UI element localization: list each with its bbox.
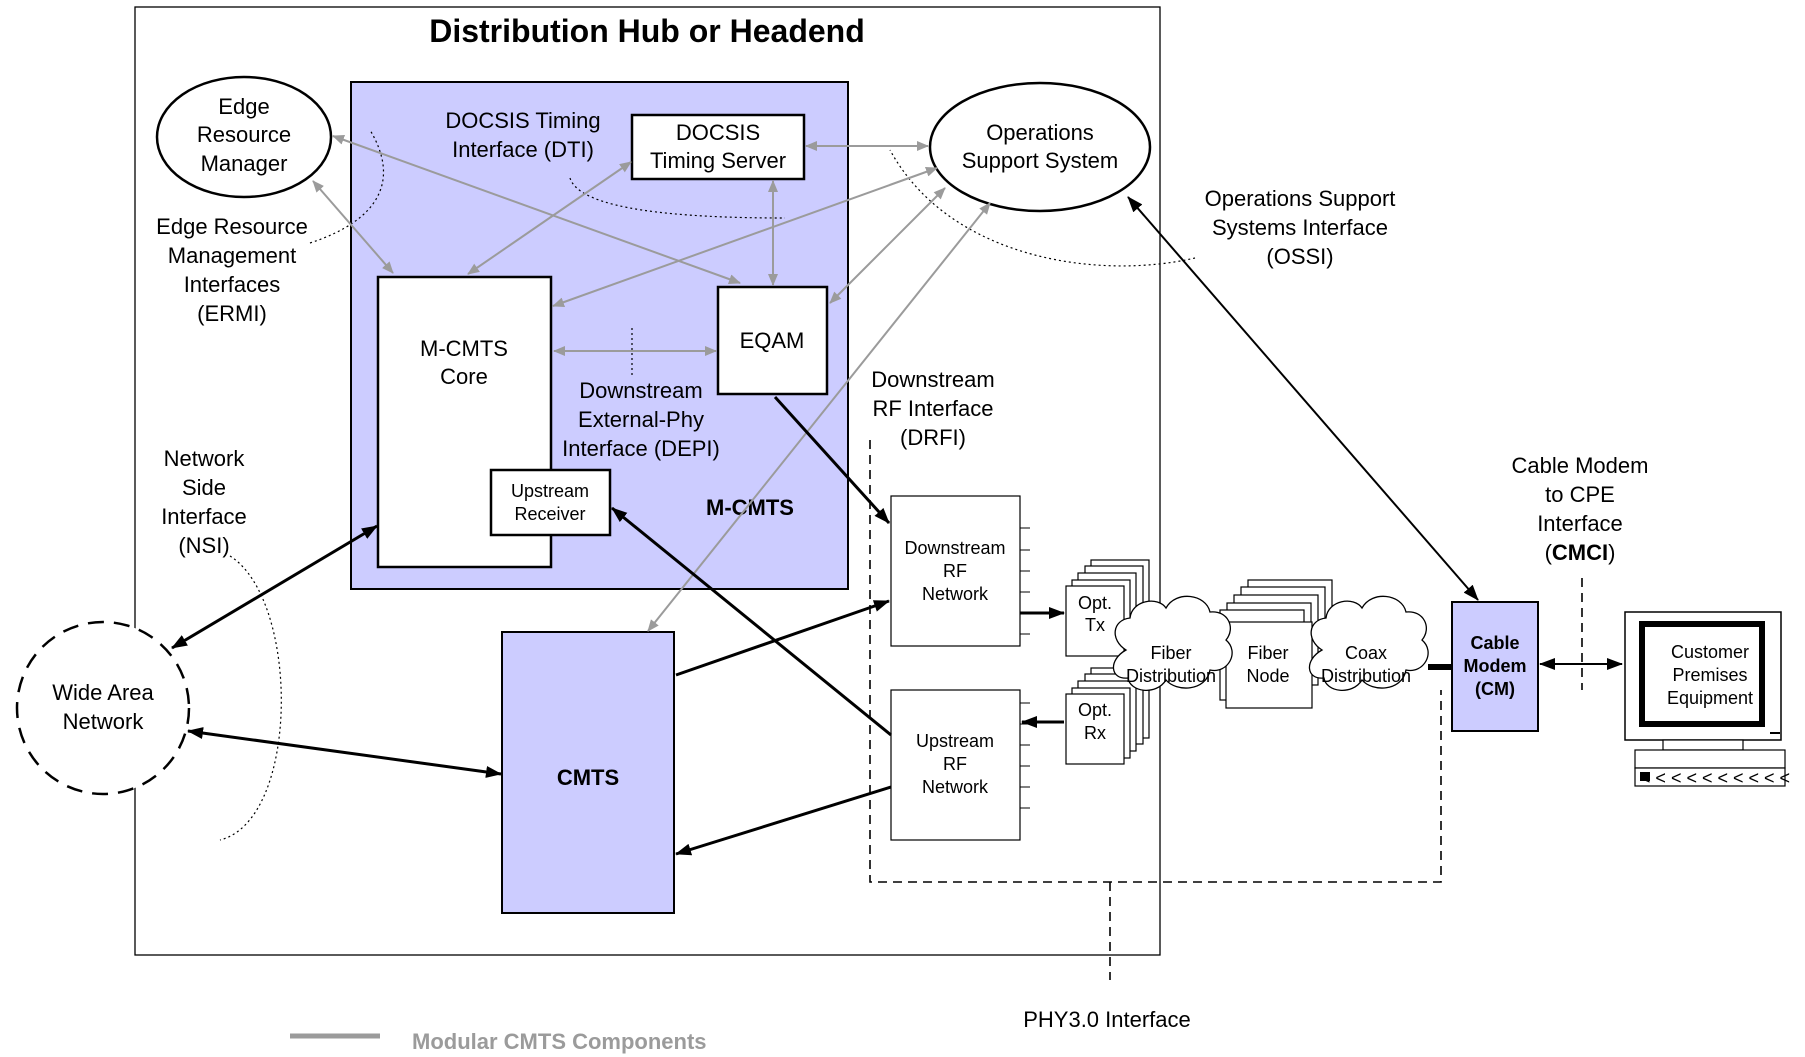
legend-label: Modular CMTS Components xyxy=(412,1029,707,1054)
fiber-distribution-cloud xyxy=(1112,595,1233,691)
fiber-node-label-2: Node xyxy=(1246,666,1289,686)
nsi-label-3: Interface xyxy=(161,504,247,529)
cable-modem-label-1: Cable xyxy=(1470,633,1519,653)
depi-label-1: Downstream xyxy=(579,378,702,403)
usrf-to-cmts-arrow xyxy=(675,785,892,856)
m-cmts-core-label-1: M-CMTS xyxy=(420,336,508,361)
ermi-label-4: (ERMI) xyxy=(197,301,267,326)
drfi-label-2: RF Interface xyxy=(872,396,993,421)
nsi-leader xyxy=(219,555,282,841)
opt-tx-label-2: Tx xyxy=(1085,615,1105,635)
upstream-receiver-label-2: Receiver xyxy=(514,504,585,524)
us-rf-port-ticks xyxy=(1020,702,1030,809)
cpe-label-1: Customer xyxy=(1671,642,1749,662)
ossi-label-1: Operations Support xyxy=(1205,186,1396,211)
us-rf-label-1: Upstream xyxy=(916,731,994,751)
cmci-label-4: (CMCI) xyxy=(1545,540,1616,565)
phy-label: PHY3.0 Interface xyxy=(1023,1007,1191,1032)
fiber-dist-label-2: Distribution xyxy=(1126,666,1216,686)
ds-rf-label-3: Network xyxy=(922,584,989,604)
ds-rf-label-2: RF xyxy=(943,561,967,581)
coax-dist-label-1: Coax xyxy=(1345,643,1387,663)
us-rf-label-2: RF xyxy=(943,754,967,774)
cmts xyxy=(501,631,675,914)
coax-dist-label-2: Distribution xyxy=(1321,666,1411,686)
m-cmts-label: M-CMTS xyxy=(706,495,794,520)
opt-rx-label-2: Rx xyxy=(1084,723,1106,743)
oss-label-2: Support System xyxy=(962,148,1119,173)
us-rf-label-3: Network xyxy=(922,777,989,797)
dti-label-1: DOCSIS Timing xyxy=(445,108,600,133)
m-cmts-core-label-2: Core xyxy=(440,364,488,389)
cmci-label-1: Cable Modem xyxy=(1512,453,1649,478)
depi-label-2: External-Phy xyxy=(578,407,704,432)
cmci-label-3: Interface xyxy=(1537,511,1623,536)
drfi-label-3: (DRFI) xyxy=(900,425,966,450)
diagram-title: Distribution Hub or Headend xyxy=(429,13,865,49)
cmts-to-dsrf-arrow xyxy=(675,599,890,677)
svg-text:< < < < < < < < < <: < < < < < < < < < < xyxy=(1640,768,1790,788)
ds-rf-label-1: Downstream xyxy=(904,538,1005,558)
ossi-label-3: (OSSI) xyxy=(1266,244,1333,269)
opt-rx-label-1: Opt. xyxy=(1078,700,1112,720)
dti-label-2: Interface (DTI) xyxy=(452,137,594,162)
docsis-timing-server-label-2: Timing Server xyxy=(650,148,786,173)
usrf-to-upstream-receiver-arrow xyxy=(611,506,892,737)
nsi-label-4: (NSI) xyxy=(178,533,229,558)
nsi-label-2: Side xyxy=(182,475,226,500)
ds-rf-port-ticks xyxy=(1020,527,1030,635)
eqam-label: EQAM xyxy=(740,328,805,353)
wan-to-cmts-arrow xyxy=(187,727,502,778)
ermi-label-2: Management xyxy=(168,243,296,268)
upstream-receiver xyxy=(489,468,612,537)
opt-tx-label-1: Opt. xyxy=(1078,593,1112,613)
opt-rx xyxy=(1065,667,1150,765)
edge-resource-manager xyxy=(155,75,333,199)
eqam-to-dsrf-arrow xyxy=(773,395,891,525)
cable-modem xyxy=(1451,601,1539,732)
cable-modem-label-2: Modem xyxy=(1464,656,1527,676)
docsis-timing-server-label-1: DOCSIS xyxy=(676,120,760,145)
ermi-label-3: Interfaces xyxy=(184,272,281,297)
ermi-label-1: Edge Resource xyxy=(156,214,308,239)
fiber-dist-label-1: Fiber xyxy=(1150,643,1191,663)
erm-label-1: Edge xyxy=(218,94,269,119)
oss-to-cmts-arrow xyxy=(647,202,991,632)
wide-area-network xyxy=(15,620,191,796)
cable-modem-label-3: (CM) xyxy=(1475,679,1515,699)
cpe-label-3: Equipment xyxy=(1667,688,1753,708)
fiber-node-label-1: Fiber xyxy=(1247,643,1288,663)
depi-label-3: Interface (DEPI) xyxy=(562,436,720,461)
wan-label-2: Network xyxy=(63,709,145,734)
erm-label-3: Manager xyxy=(201,151,288,176)
cpe-label-2: Premises xyxy=(1672,665,1747,685)
upstream-receiver-label-1: Upstream xyxy=(511,481,589,501)
nsi-label-1: Network xyxy=(164,446,246,471)
computer-icon: < < < < < < < < < < xyxy=(1624,611,1790,788)
cmci-label-2: to CPE xyxy=(1545,482,1615,507)
drfi-label-1: Downstream xyxy=(871,367,994,392)
wan-to-core-arrow xyxy=(171,524,378,650)
erm-label-2: Resource xyxy=(197,122,291,147)
oss-label-1: Operations xyxy=(986,120,1094,145)
wan-label-1: Wide Area xyxy=(52,680,154,705)
operations-support-system xyxy=(928,81,1152,213)
upstream-rf-network xyxy=(890,689,1021,841)
cmts-label: CMTS xyxy=(557,765,619,790)
coax-distribution-cloud xyxy=(1308,595,1429,691)
oss-to-cm-arrow xyxy=(1127,196,1479,601)
ossi-label-2: Systems Interface xyxy=(1212,215,1388,240)
drfi-boundary xyxy=(869,440,1442,883)
